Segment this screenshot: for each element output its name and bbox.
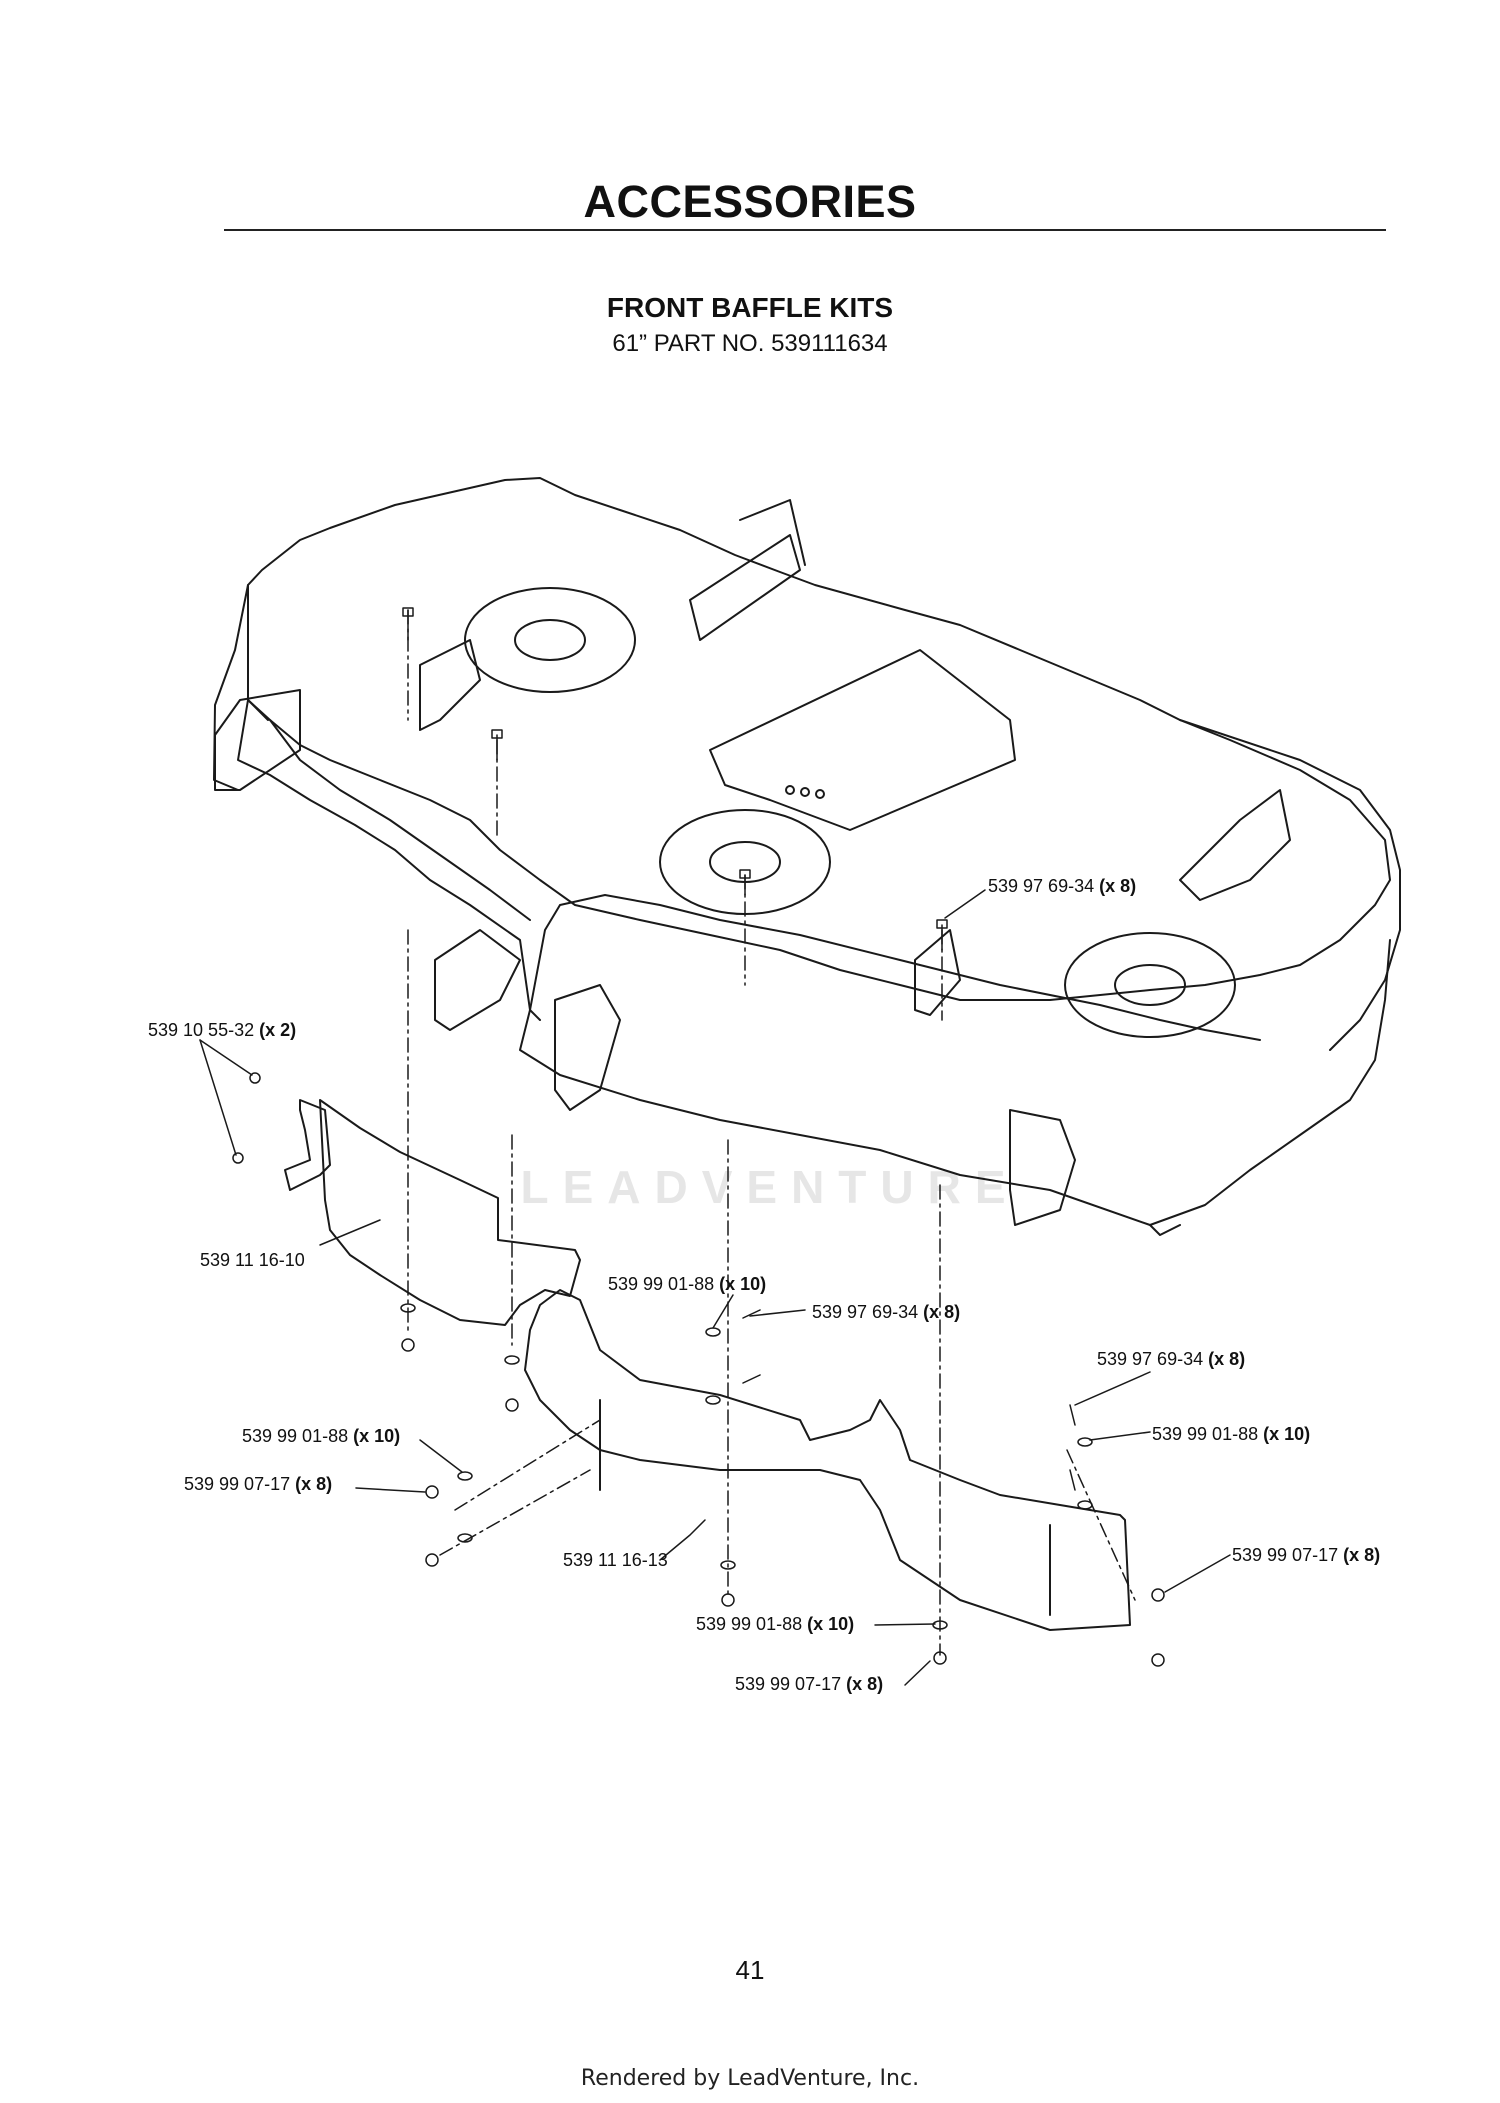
baffle-left [284,1099,581,1326]
callout-right-bolt: 539 97 69-34 (x 8) [1097,1349,1245,1370]
callout-part-number: 539 99 01-88 [242,1426,349,1446]
callout-center-washer: 539 99 01-88 (x 10) [608,1274,766,1295]
callout-left-nut: 539 99 07-17 (x 8) [184,1474,332,1495]
deck-brackets [214,499,1291,1226]
callout-quantity: (x 8) [1343,1545,1381,1565]
kit-title: FRONT BAFFLE KITS [606,292,894,323]
callout-quantity: (x 10) [719,1274,767,1294]
callout-left-baffle: 539 11 16-10 [200,1250,305,1271]
callout-bottom-washer: 539 99 01-88 (x 10) [696,1614,854,1635]
callout-part-number: 539 10 55-32 [148,1020,255,1040]
callout-bracket-bolt: 539 10 55-32 (x 2) [148,1020,296,1041]
callout-part-number: 539 11 16-13 [563,1550,668,1570]
title-rule [224,229,1386,231]
belt-cover-plate [709,649,1016,831]
assembly-lines [407,609,1136,1656]
mower-deck [213,477,1401,1236]
callout-front-baffle: 539 11 16-13 [563,1550,668,1571]
callout-quantity: (x 8) [1099,876,1137,896]
kit-part-number: 61” PART NO. 539111634 [612,330,888,357]
callout-part-number: 539 99 01-88 [696,1614,803,1634]
page-number: 41 [735,1955,765,1985]
callout-left-washer: 539 99 01-88 (x 10) [242,1426,400,1447]
baffle-front [524,1289,1131,1631]
callout-part-number: 539 99 07-17 [184,1474,291,1494]
callout-right-washer: 539 99 01-88 (x 10) [1152,1424,1310,1445]
callout-quantity: (x 10) [1263,1424,1311,1444]
callout-quantity: (x 8) [295,1474,333,1494]
callout-part-number: 539 99 07-17 [735,1674,842,1694]
callout-part-number: 539 11 16-10 [200,1250,305,1270]
watermark: LEADVENTURE [520,1161,1020,1213]
callout-right-nut: 539 99 07-17 (x 8) [1232,1545,1380,1566]
callout-quantity: (x 8) [923,1302,961,1322]
callout-bottom-nut: 539 99 07-17 (x 8) [735,1674,883,1695]
callout-part-number: 539 99 01-88 [1152,1424,1259,1444]
callout-quantity: (x 10) [353,1426,401,1446]
callout-quantity: (x 8) [1208,1349,1246,1369]
callout-upper-bolt: 539 97 69-34 (x 8) [988,876,1136,897]
callout-part-number: 539 97 69-34 [1097,1349,1204,1369]
callout-quantity: (x 8) [846,1674,884,1694]
callout-part-number: 539 99 07-17 [1232,1545,1339,1565]
leader-lines [199,889,1231,1686]
callout-part-number: 539 97 69-34 [988,876,1095,896]
callout-part-number: 539 99 01-88 [608,1274,715,1294]
spindle-plates [464,587,1236,1038]
callout-quantity: (x 10) [807,1614,855,1634]
callout-part-number: 539 97 69-34 [812,1302,919,1322]
footer-credit: Rendered by LeadVenture, Inc. [580,2066,920,2091]
callout-quantity: (x 2) [259,1020,297,1040]
callout-center-bolt: 539 97 69-34 (x 8) [812,1302,960,1323]
page-title: ACCESSORIES [583,176,917,227]
hardware-fasteners [232,607,1165,1667]
